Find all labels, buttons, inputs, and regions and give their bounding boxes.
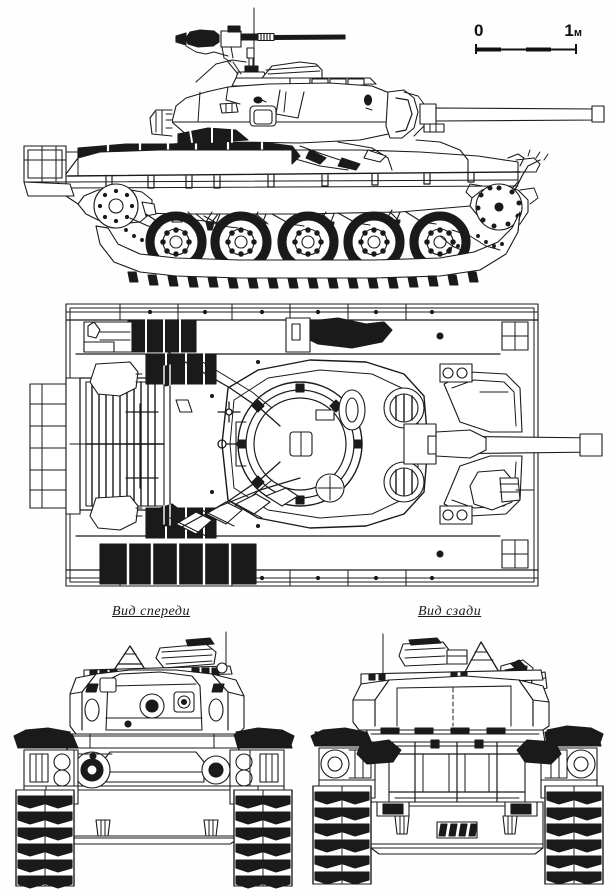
scale-bar-end-value: 1 <box>564 21 574 40</box>
road-wheels <box>145 211 471 273</box>
rear-view-caption: Вид сзади <box>418 604 482 619</box>
front-elevation-view <box>0 630 308 891</box>
scale-bar-start-label: 0 <box>474 21 484 40</box>
rear-track-right <box>544 785 604 885</box>
side-elevation-view <box>0 0 616 292</box>
track-right <box>233 789 293 889</box>
plan-view <box>0 292 616 600</box>
idler-wheel <box>77 183 157 229</box>
scale-bar-graphic <box>475 44 577 54</box>
drive-sprocket <box>465 183 539 231</box>
rear-track-left <box>312 785 372 885</box>
driver-periscopes <box>439 363 473 525</box>
scale-bar-unit: м <box>573 27 582 39</box>
scale-bar-end-label: 1м <box>564 22 582 42</box>
track-left <box>15 789 75 889</box>
crew-hatch-right <box>383 461 425 503</box>
diagonal-stowage <box>169 487 299 537</box>
rear-suspension-right <box>540 747 598 799</box>
rear-elevation-view <box>305 630 616 891</box>
front-view-caption: Вид спереди <box>112 604 191 619</box>
crew-hatch-left <box>383 387 425 429</box>
main-gun-barrel <box>419 103 605 133</box>
scale-bar: 0 1м <box>470 22 582 58</box>
